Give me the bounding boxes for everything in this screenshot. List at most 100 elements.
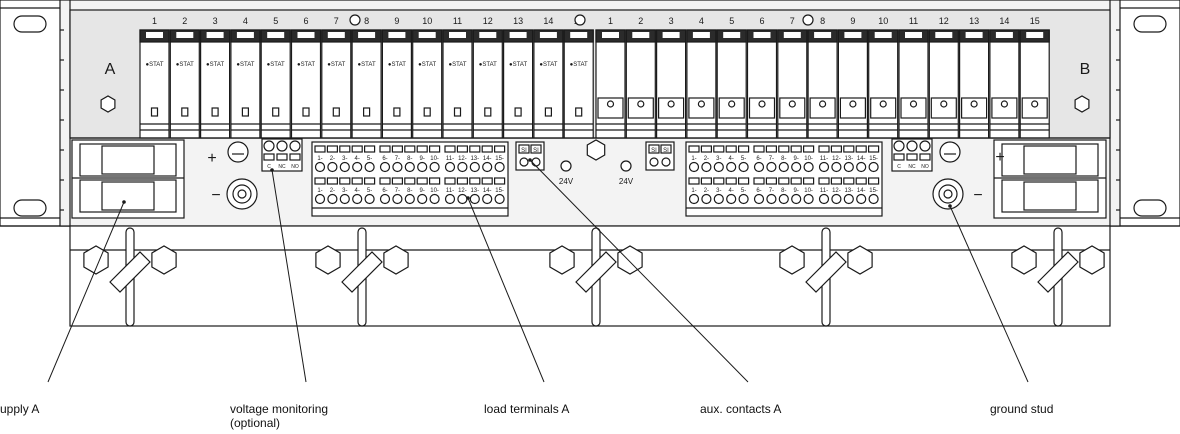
- breaker-number: 10: [422, 16, 432, 26]
- breaker-toggle-dot: [1031, 100, 1039, 108]
- load-terminal-number-15: 15-: [869, 188, 878, 194]
- load-terminal-number-7: 7-: [769, 156, 774, 162]
- load-terminal-hole: [856, 193, 867, 205]
- monitor-terminal: [906, 140, 918, 152]
- breaker-a-1: 1●STAT: [139, 16, 170, 139]
- breaker-number: 7: [790, 16, 795, 26]
- breaker-toggle: [363, 107, 371, 117]
- breaker-window: [874, 32, 892, 38]
- monitor-label-no: NO: [291, 164, 299, 170]
- callout-voltage-monitoring-line2: (optional): [230, 416, 281, 430]
- breaker-toggle: [991, 97, 1018, 119]
- ground-symbol-circle: [802, 14, 814, 26]
- breaker-b-13: 13: [958, 16, 990, 139]
- load-terminal-latch: [737, 177, 750, 185]
- breaker-marking: ●STAT: [236, 62, 254, 68]
- breaker-body: [230, 29, 261, 139]
- indicator-led-b: [620, 160, 632, 172]
- breaker-b-12: 12: [928, 16, 959, 139]
- breaker-toggle: [211, 107, 219, 117]
- ground-stud-center: [943, 189, 953, 199]
- breaker-body: [169, 29, 200, 139]
- breaker-window: [995, 32, 1013, 38]
- load-terminal-hole: [327, 161, 338, 173]
- monitor-latch: [906, 153, 918, 161]
- load-terminal-latch: [753, 145, 765, 153]
- aux-contact-label: SI: [663, 148, 669, 154]
- breaker-window: [449, 32, 466, 38]
- load-terminal-number-15: 15-: [495, 156, 504, 162]
- load-terminal-hole: [469, 193, 480, 205]
- breaker-body: [686, 29, 717, 139]
- breaker-marking: ●STAT: [145, 62, 163, 68]
- supply-terminal-a: [71, 139, 185, 219]
- load-terminal-latch: [456, 145, 468, 153]
- load-terminal-number-5: 5-: [741, 188, 746, 194]
- breaker-window: [539, 32, 557, 38]
- breaker-marking: ●STAT: [418, 62, 436, 68]
- breaker-number: 5: [729, 16, 734, 26]
- breaker-toggle-dot: [788, 100, 796, 108]
- mounting-slot: [1133, 15, 1167, 33]
- load-terminal-hole: [364, 161, 375, 173]
- breaker-number: 8: [364, 16, 369, 26]
- breaker-body: [503, 29, 534, 139]
- load-terminal-number-2: 2-: [704, 156, 709, 162]
- breaker-toggle: [960, 97, 988, 119]
- clamp-hex-nut: [779, 245, 805, 275]
- breaker-number: 3: [213, 16, 218, 26]
- breaker-toggle: [484, 107, 492, 117]
- breaker-number: 2: [182, 16, 187, 26]
- load-terminal-hole: [843, 161, 854, 173]
- load-terminal-number-3: 3-: [716, 156, 721, 162]
- breaker-a-10: 10 ●STAT: [412, 16, 443, 139]
- load-terminal-hole: [688, 193, 700, 205]
- load-terminal-hole: [856, 161, 867, 173]
- load-terminal-latch: [688, 177, 700, 185]
- aux-contact-label: SI: [521, 148, 527, 154]
- breaker-b-5: 5: [716, 16, 747, 139]
- breaker-body: [442, 29, 473, 139]
- load-terminal-latch: [830, 177, 843, 185]
- load-terminal-latch: [444, 177, 456, 185]
- load-terminal-hole: [803, 193, 814, 205]
- load-terminal-number-9: 9-: [794, 156, 799, 162]
- breaker-window: [692, 32, 710, 38]
- strain-relief-clamp: [109, 227, 151, 327]
- polarity-minus-b: −: [973, 187, 982, 204]
- load-terminal-hole: [469, 161, 480, 173]
- load-terminal-number-14: 14-: [857, 188, 866, 194]
- load-terminal-number-6: 6-: [382, 156, 387, 162]
- breaker-body: [351, 29, 382, 139]
- load-terminal-hole: [726, 193, 737, 205]
- load-terminal-latch: [444, 145, 456, 153]
- load-terminal-hole: [444, 161, 456, 173]
- load-terminal-latch: [753, 177, 765, 185]
- callout-ground-stud-label: ground stud: [990, 402, 1054, 416]
- breaker-b-11: 11: [898, 16, 929, 139]
- breaker-window: [723, 32, 741, 38]
- breaker-window: [814, 32, 832, 38]
- load-terminal-hole: [404, 161, 415, 173]
- mounting-slot: [1133, 199, 1167, 217]
- breaker-body: [412, 29, 443, 139]
- callout-leader: [949, 205, 1029, 383]
- load-terminal-latch: [725, 145, 737, 153]
- load-terminal-hole: [494, 161, 505, 173]
- load-terminal-latch: [481, 177, 493, 185]
- load-terminal-number-4: 4-: [355, 156, 360, 162]
- load-terminal-hole: [701, 193, 712, 205]
- breaker-a-15: 15●STAT: [563, 16, 594, 139]
- breaker-window: [267, 32, 285, 38]
- breaker-a-12: 12●STAT: [472, 16, 503, 139]
- strain-relief-clamp: [575, 227, 617, 327]
- breaker-b-8: 8: [807, 16, 838, 139]
- load-terminal-latch: [351, 145, 363, 153]
- ground-stud-center: [237, 189, 247, 199]
- breaker-marking: ●STAT: [388, 62, 406, 68]
- aux-contact-hole: [649, 157, 659, 167]
- breaker-window: [146, 32, 163, 38]
- supply-lever: [101, 145, 155, 175]
- load-terminal-hole: [352, 161, 363, 173]
